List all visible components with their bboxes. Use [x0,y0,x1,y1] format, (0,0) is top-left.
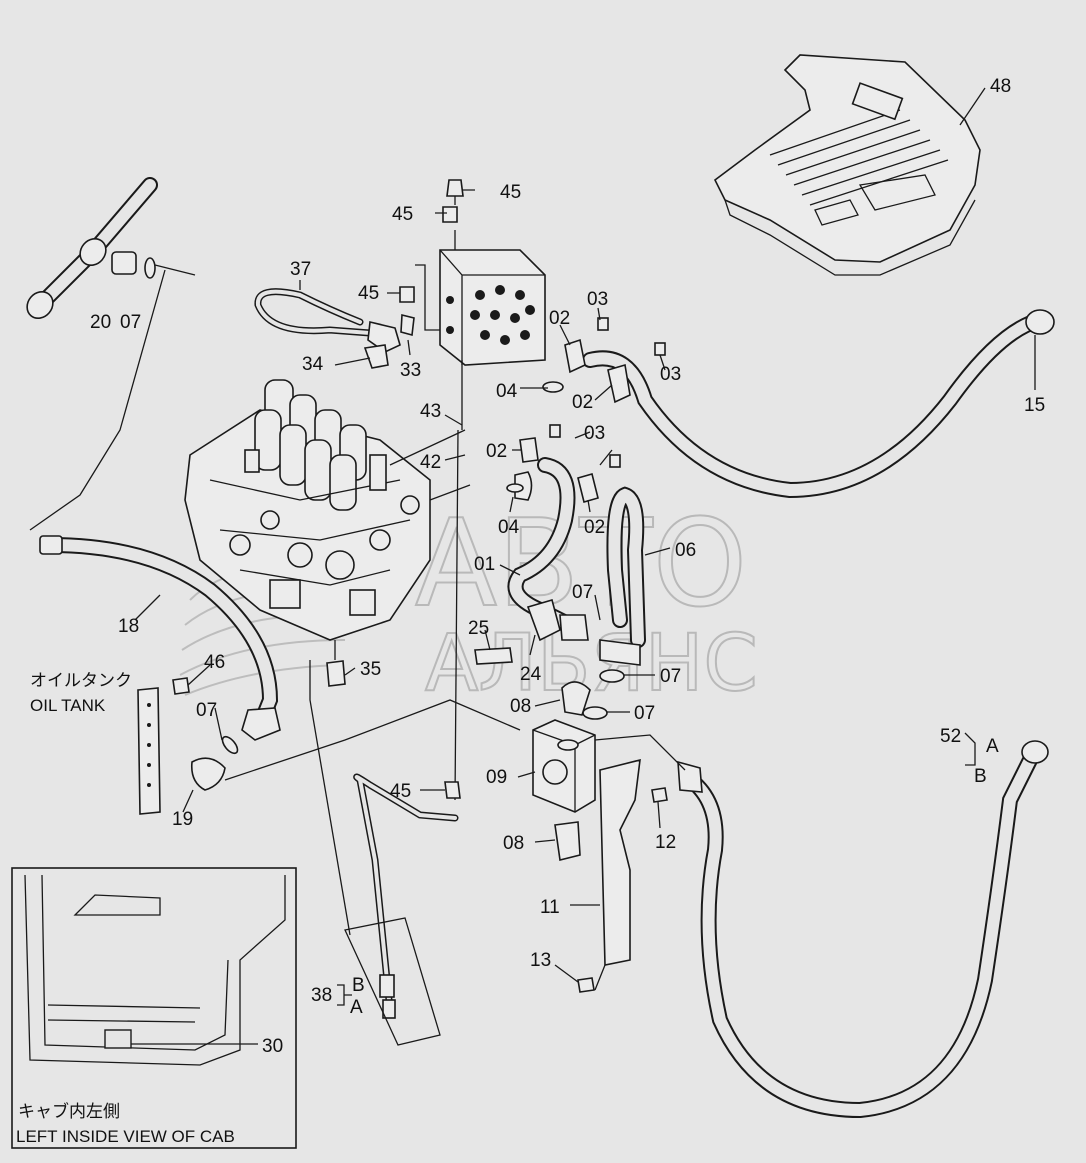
label-24: 24 [520,664,542,685]
label-37: 37 [290,259,311,280]
label-03-a: 03 [587,289,608,310]
label-02-b: 02 [572,392,593,413]
hose-52 [594,734,1049,1119]
label-18: 18 [118,616,139,637]
label-20: 20 [90,312,111,333]
label-11: 11 [540,897,560,918]
label-08-a: 08 [510,696,531,717]
oil-tank-en: OIL TANK [30,696,106,715]
label-07-b: 07 [572,582,593,603]
label-02-c: 02 [486,441,507,462]
hose-38 [344,773,461,1046]
label-33: 33 [400,360,421,381]
label-38-a: A [350,997,363,1018]
part-labels: 48 45 45 45 45 37 20 07 34 33 03 02 03 0… [90,76,1045,1057]
suction-piping [474,309,1055,720]
label-07-a: 07 [120,312,141,333]
label-03-c: 03 [584,423,605,444]
label-43: 43 [420,401,441,422]
label-08-b: 08 [503,833,524,854]
label-46: 46 [204,652,225,673]
label-38-b: B [352,975,365,996]
label-42: 42 [420,452,441,473]
label-04-b: 04 [498,517,520,538]
watermark: АВТО АЛЬЯНС [179,494,759,710]
label-34: 34 [302,354,324,375]
pilot-valve-block [399,179,546,801]
label-07-d: 07 [196,700,217,721]
label-01: 01 [474,554,495,575]
cab-inset [11,867,297,1149]
label-45-c: 45 [358,283,379,304]
cab-view-en: LEFT INSIDE VIEW OF CAB [16,1127,235,1146]
label-13: 13 [530,950,551,971]
label-30: 30 [262,1036,283,1057]
label-45-d: 45 [390,781,411,802]
label-25: 25 [468,618,489,639]
block-09 [532,719,668,993]
label-07-e: 07 [634,703,655,724]
hose-37 [254,288,415,369]
label-15: 15 [1024,395,1045,416]
hose-18 [29,269,521,936]
label-12: 12 [655,832,676,853]
label-02-d: 02 [584,517,605,538]
notes: オイルタンク OIL TANK キャブ内左側 LEFT INSIDE VIEW … [16,671,235,1146]
label-06: 06 [675,540,696,561]
label-02-a: 02 [549,308,570,329]
label-04-a: 04 [496,381,518,402]
floor-mat [713,54,981,276]
label-07-c: 07 [660,666,681,687]
label-03-b: 03 [660,364,681,385]
label-52-a: A [986,736,999,757]
label-38: 38 [311,985,332,1006]
leader-lines [134,87,1036,1006]
watermark-line1: АВТО [415,495,747,634]
label-52-b: B [974,766,987,787]
label-35: 35 [360,659,381,680]
cab-view-jp: キャブ内左側 [18,1101,120,1121]
label-52: 52 [940,726,961,747]
oil-tank-jp: オイルタンク [30,671,132,690]
label-19: 19 [172,809,193,830]
return-pipe-top [26,177,196,320]
label-09: 09 [486,767,507,788]
label-48: 48 [990,76,1011,97]
control-valve [184,379,471,641]
label-45-b: 45 [392,204,413,225]
label-45-a: 45 [500,182,521,203]
